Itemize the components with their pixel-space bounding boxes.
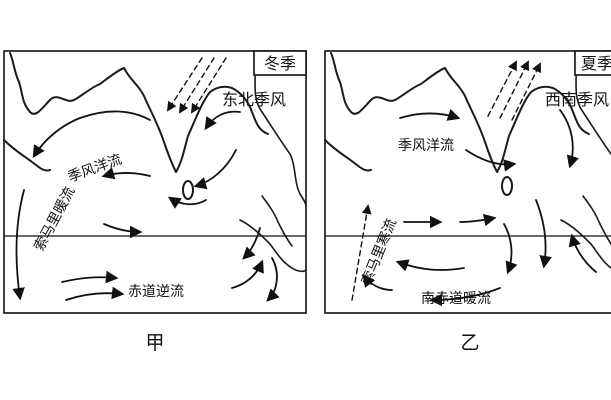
current-arrow xyxy=(535,199,552,269)
panel-winter-wind-arrows xyxy=(166,57,227,114)
panel-winter-current-label-monsoon: 季风洋流 xyxy=(66,152,124,186)
panel-summer-sri-lanka xyxy=(501,176,513,196)
current-arrow xyxy=(465,149,517,172)
wind-arrow xyxy=(511,62,541,121)
panel-summer-caption: 乙 xyxy=(460,332,479,354)
panel-winter-currents xyxy=(12,110,280,302)
wind-arrow xyxy=(178,57,215,114)
panel-winter-africa-coast xyxy=(3,139,51,172)
current-arrow xyxy=(204,110,241,131)
panel-winter-current-label-somali: 索马里暖流 xyxy=(31,184,79,254)
current-arrow xyxy=(568,233,597,273)
panel-winter-caption: 甲 xyxy=(145,332,164,354)
wind-arrow xyxy=(499,60,529,119)
panel-winter-season-box xyxy=(253,50,307,76)
current-arrow xyxy=(167,196,207,209)
wind-arrow xyxy=(166,57,203,112)
wind-arrow xyxy=(487,60,517,117)
panel-winter-coastline-east xyxy=(253,52,307,207)
panel-winter-season-label: 冬季 xyxy=(264,54,296,73)
current-arrow xyxy=(266,257,280,302)
panel-summer-season-box xyxy=(574,50,611,76)
panel-summer-wind-arrows xyxy=(351,60,541,301)
panel-summer-currents xyxy=(362,108,597,307)
panel-winter-current-label-countercurrent: 赤道逆流 xyxy=(128,284,184,300)
panel-winter-wind-label: 东北季风 xyxy=(222,90,286,109)
panel-summer-current-label-monsoon: 季风洋流 xyxy=(398,138,454,154)
current-arrow xyxy=(12,189,25,301)
current-arrow xyxy=(362,273,393,291)
panel-summer-frame xyxy=(324,50,611,314)
current-arrow xyxy=(242,227,261,260)
panel-winter-coastline xyxy=(9,52,269,173)
panel-summer-current-label-south-equatorial: 南赤道暖流 xyxy=(421,291,491,307)
current-arrow xyxy=(559,109,579,169)
current-arrow xyxy=(193,149,237,190)
panel-summer: 夏季 西南季风 季风洋流 索马里寒流 南赤道暖流 乙 xyxy=(324,50,611,354)
current-arrow xyxy=(61,270,119,284)
panel-winter-frame xyxy=(3,50,307,314)
current-arrow xyxy=(399,108,461,121)
current-arrow xyxy=(459,213,497,227)
panel-summer-africa-coast xyxy=(324,139,372,172)
current-arrow xyxy=(65,286,125,301)
current-arrow xyxy=(395,259,465,272)
panel-summer-season-label: 夏季 xyxy=(581,54,611,73)
current-arrow xyxy=(503,223,518,275)
panel-summer-wind-label: 西南季风 xyxy=(545,90,609,109)
panel-summer-indonesia-coast xyxy=(560,219,611,269)
current-arrow xyxy=(429,287,501,307)
wind-arrow xyxy=(190,57,227,114)
panel-winter-sri-lanka xyxy=(182,180,194,200)
current-arrow xyxy=(101,167,151,180)
current-arrow xyxy=(32,110,151,159)
panel-winter-indonesia-coast xyxy=(239,219,307,273)
panel-winter: 冬季 东北季风 季风洋流 索马里暖流 赤道逆流 甲 xyxy=(3,50,307,354)
current-arrow xyxy=(231,259,264,289)
wind-arrow xyxy=(351,204,372,301)
panel-summer-coastline xyxy=(330,52,590,173)
panel-winter-sumatra-coast xyxy=(261,195,293,247)
current-arrow xyxy=(103,223,143,239)
panel-summer-sumatra-coast xyxy=(582,195,611,245)
